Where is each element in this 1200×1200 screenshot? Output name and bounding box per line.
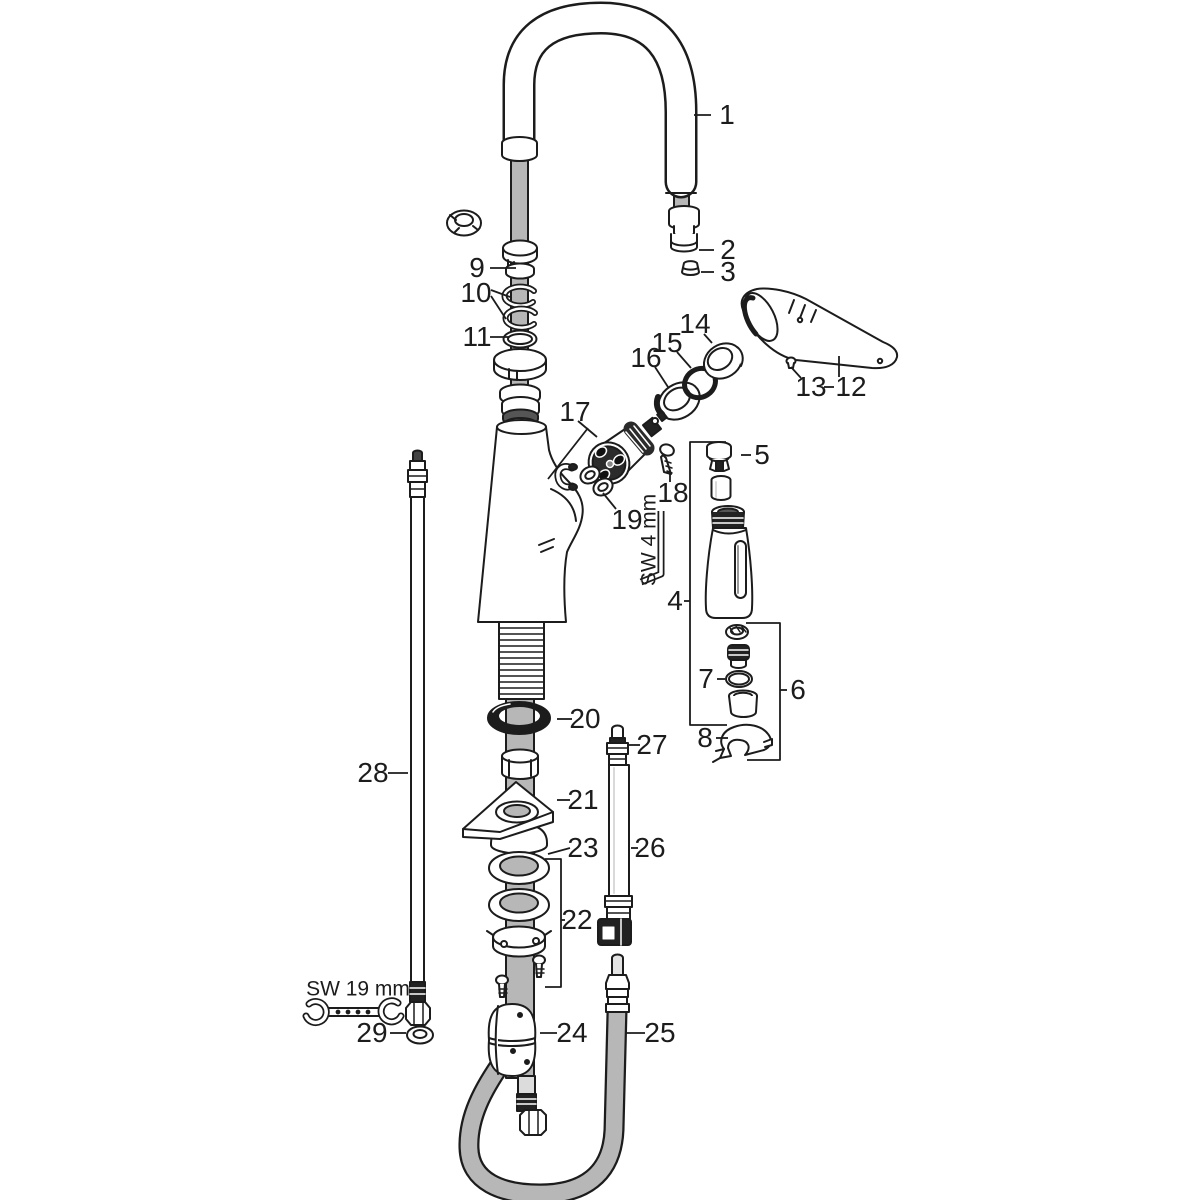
cartridge-screw-18 <box>659 443 675 475</box>
spray-head-4 <box>704 505 754 619</box>
callout-5: 5 <box>754 439 770 470</box>
bearing-ring <box>446 209 482 237</box>
callout-7: 7 <box>698 663 714 694</box>
callout-28: 28 <box>357 757 389 788</box>
aerator-insert <box>681 260 700 276</box>
callout-12: 12 <box>835 371 867 402</box>
allen-key-sw4-icon <box>639 511 665 586</box>
callout-11: 11 <box>462 321 492 352</box>
spout-arch <box>501 1 698 199</box>
callout-1: 1 <box>719 99 735 130</box>
seal-washer-29 <box>406 1025 434 1045</box>
sleeve <box>710 475 732 501</box>
callout-16: 16 <box>630 342 662 373</box>
aerator-housing <box>728 689 758 718</box>
shaft-collar <box>502 239 538 269</box>
spout-nut <box>493 348 547 381</box>
callout-9: 9 <box>469 252 485 283</box>
callout-27: 27 <box>636 729 668 760</box>
callout-17: 17 <box>559 396 591 427</box>
spout-connector <box>668 205 700 253</box>
callout-4: 4 <box>667 585 683 616</box>
callout-10: 10 <box>460 277 492 308</box>
callout-20: 20 <box>569 703 601 734</box>
seal-set-19 <box>554 463 614 497</box>
hose-weight <box>487 1003 537 1077</box>
o-ring-11 <box>502 329 538 349</box>
callout-2: 2 <box>720 234 736 265</box>
callout-22: 22 <box>561 904 593 935</box>
ring-14 <box>702 342 744 380</box>
callout-19: 19 <box>611 504 643 535</box>
callout-23: 23 <box>567 832 599 863</box>
tool-note-sw-19-mm: SW 19 mm <box>306 977 410 1001</box>
callout-15: 15 <box>651 327 683 358</box>
spray-insert-5 <box>706 441 732 472</box>
callout-24: 24 <box>556 1017 588 1048</box>
pull-out-hose <box>458 953 630 1200</box>
callout-25: 25 <box>644 1017 676 1048</box>
tool-note-sw-4-mm: SW 4 mm <box>637 493 661 587</box>
flange-ring-22 <box>486 925 552 958</box>
callout-18: 18 <box>657 477 689 508</box>
cartridge <box>587 410 668 485</box>
mounting-nut <box>501 748 539 780</box>
callout-21: 21 <box>567 784 599 815</box>
seal-ring-23 <box>488 851 550 885</box>
thread-section <box>498 621 545 700</box>
retaining-clip-8 <box>712 723 773 763</box>
hose-coupling-25 <box>605 953 630 1013</box>
callout-29: 29 <box>356 1017 388 1048</box>
o-ring-7 <box>725 670 753 688</box>
handle-screw-13 <box>785 356 797 369</box>
callout-3: 3 <box>720 256 736 287</box>
fixing-screws-22 <box>495 954 546 998</box>
mesh-ring <box>725 624 749 640</box>
mounting-bracket-21 <box>462 781 554 840</box>
leader-lines <box>388 114 840 1034</box>
flow-regulator <box>727 644 750 669</box>
outlet-fitting <box>516 1075 547 1136</box>
wrench-sw19-icon <box>302 997 405 1027</box>
washer-9 <box>505 262 535 280</box>
callout-13: 13 <box>795 371 827 402</box>
o-ring-22 <box>488 888 550 922</box>
connection-hose-26 <box>597 724 633 946</box>
callout-26: 26 <box>634 832 666 863</box>
callout-14: 14 <box>679 308 711 339</box>
seal-ring-20 <box>487 701 551 735</box>
supply-hose-28 <box>405 449 431 1026</box>
spout-end-cap <box>501 136 538 162</box>
callout-8: 8 <box>697 722 713 753</box>
handle <box>740 287 899 370</box>
callout-6: 6 <box>790 674 806 705</box>
